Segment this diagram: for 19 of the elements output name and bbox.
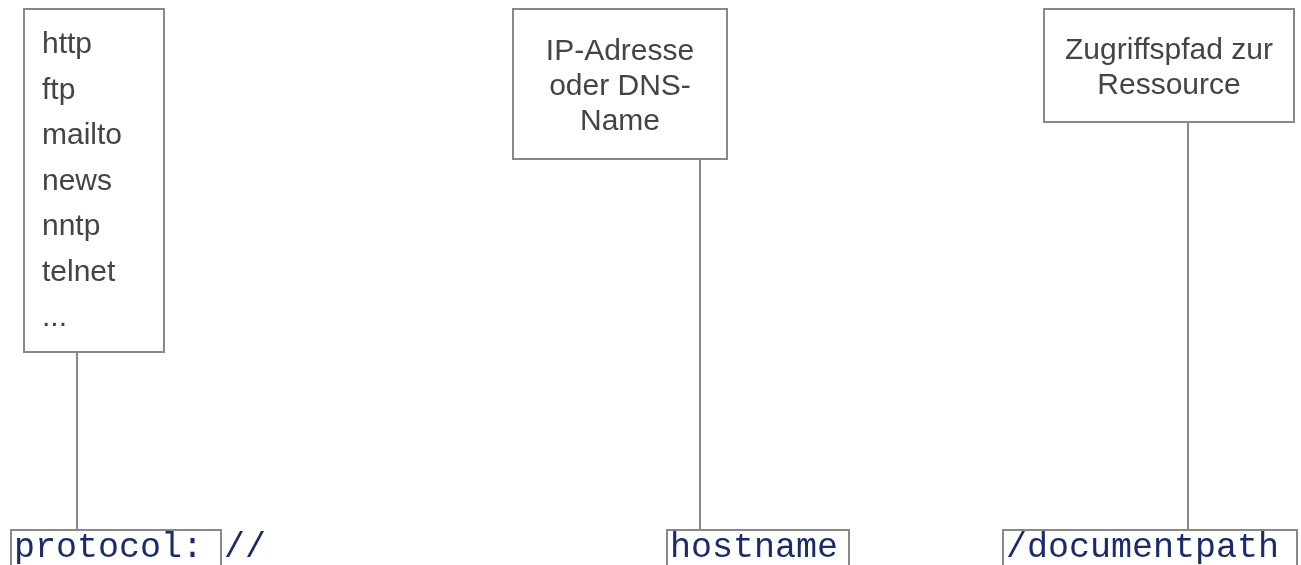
code-text: // <box>224 531 266 565</box>
box-text: Zugriffspfad zur Ressource <box>1064 30 1274 101</box>
leader-line <box>1187 122 1189 530</box>
protocol-list-box <box>23 8 165 353</box>
leader-line <box>699 159 701 530</box>
list-item-text: mailto <box>42 116 124 152</box>
list-item-text: http <box>42 25 94 61</box>
host-description-box <box>512 8 728 160</box>
bracketed-code-text: hostname <box>666 529 850 565</box>
list-item-text: news <box>42 161 114 198</box>
list-item-text: nntp <box>42 207 102 243</box>
list-item-text: telnet <box>42 252 117 289</box>
bracketed-code-text: /documentpath <box>1002 529 1298 565</box>
bracketed-code-text: protocol: <box>10 529 222 565</box>
box-text: IP-Adresse oder DNS-Name <box>544 31 696 137</box>
list-item-text: ftp <box>42 70 77 107</box>
list-item-text: ... <box>42 298 68 334</box>
path-description-box <box>1043 8 1295 123</box>
leader-line <box>76 352 78 530</box>
